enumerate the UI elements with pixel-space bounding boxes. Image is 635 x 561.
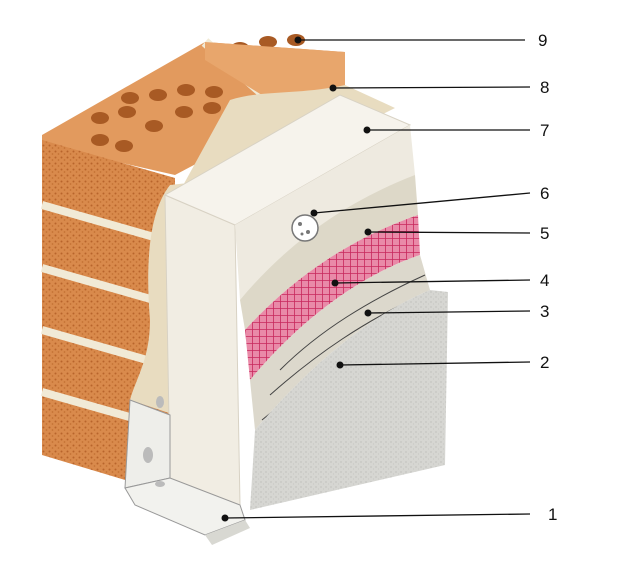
reinforcing-mesh <box>245 215 420 380</box>
callout-group: 1 2 3 4 5 6 7 8 9 <box>221 31 557 524</box>
callout-number: 9 <box>538 31 547 50</box>
leader-line <box>367 231 531 234</box>
callout-8: 8 <box>329 78 549 97</box>
callout-7: 7 <box>363 121 549 140</box>
leader-line <box>224 513 531 519</box>
base-coat-layer <box>240 175 418 330</box>
callout-number: 7 <box>540 121 549 140</box>
callout-6: 6 <box>310 184 549 217</box>
insulation-board-front <box>164 194 241 506</box>
callout-4: 4 <box>331 271 549 290</box>
leader-dot <box>310 209 318 217</box>
base-profile <box>124 396 250 545</box>
leader-dot <box>329 84 337 92</box>
leader-dot <box>221 514 229 522</box>
brick-side-face <box>205 42 345 100</box>
decorative-plaster <box>250 290 448 510</box>
callout-number: 8 <box>540 78 549 97</box>
leader-line <box>313 192 531 214</box>
callout-number: 1 <box>548 505 557 524</box>
callout-number: 5 <box>540 224 549 243</box>
callout-number: 4 <box>540 271 549 290</box>
second-base-coat <box>250 255 430 430</box>
callout-2: 2 <box>336 353 549 372</box>
leader-dot <box>363 126 371 134</box>
leader-line <box>332 86 531 89</box>
leader-line <box>339 361 531 366</box>
leader-dot <box>364 309 372 317</box>
adhesive-layer <box>130 85 395 415</box>
leader-dot <box>294 36 302 44</box>
callout-3: 3 <box>364 302 549 321</box>
callout-number: 6 <box>540 184 549 203</box>
brick-wall <box>40 34 345 495</box>
dowel <box>291 214 319 242</box>
leader-dot <box>331 279 339 287</box>
callout-1: 1 <box>221 505 557 524</box>
leader-line <box>367 310 531 314</box>
callout-number: 2 <box>540 353 549 372</box>
leader-line <box>334 279 531 284</box>
callout-5: 5 <box>364 224 549 243</box>
callout-9: 9 <box>294 31 547 50</box>
leader-dot <box>364 228 372 236</box>
leader-dot <box>336 361 344 369</box>
callout-number: 3 <box>540 302 549 321</box>
